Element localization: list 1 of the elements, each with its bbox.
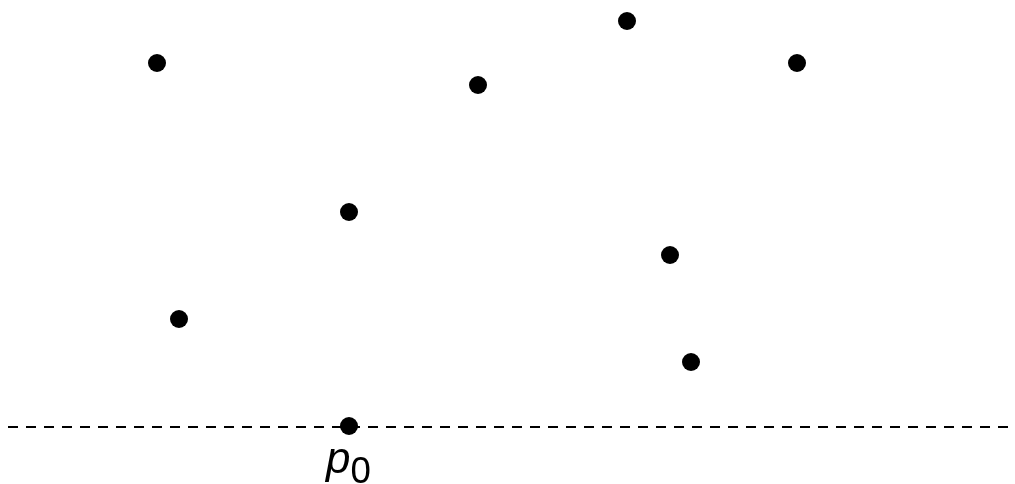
point-label: p$_{0}$ xyxy=(326,436,371,484)
